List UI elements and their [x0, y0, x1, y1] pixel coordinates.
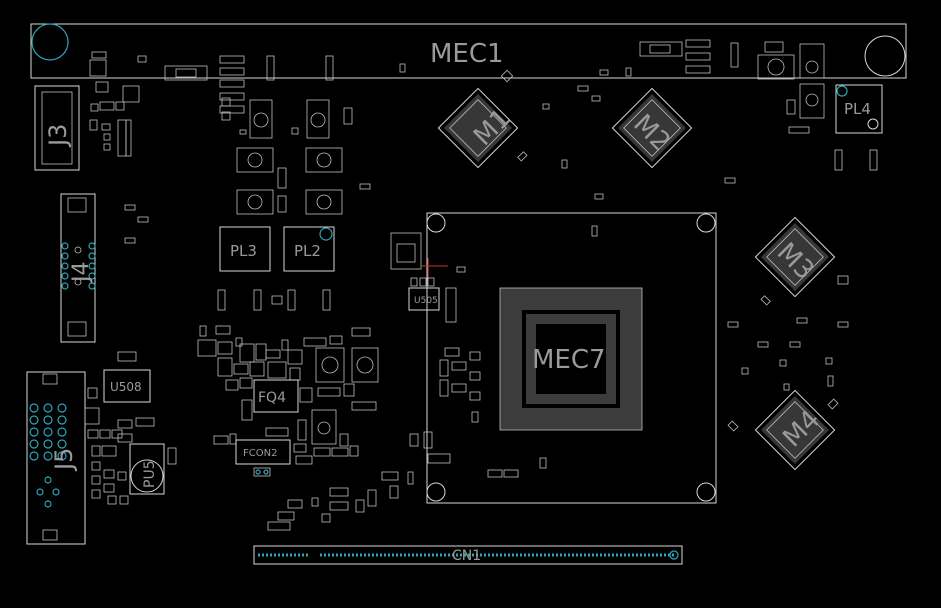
chip-u508: U508 — [87, 351, 151, 403]
chip-u505: U505 — [390, 232, 466, 323]
chip-pu5: PU5 — [129, 443, 165, 495]
inductor-pl4: PL4 — [724, 84, 883, 184]
j4-label: J4 — [69, 262, 94, 285]
mec7-label: MEC7 — [532, 345, 606, 375]
u505-label: U505 — [414, 296, 438, 306]
inductor-pl3: PL3 — [219, 226, 271, 272]
top-row-components — [89, 39, 825, 134]
pl3-label: PL3 — [230, 242, 257, 260]
pl4-label: PL4 — [844, 100, 871, 118]
cn1-label: CN1 — [452, 548, 481, 564]
socket-mec7: MEC7 — [426, 212, 717, 504]
fcon2-label: FCON2 — [243, 448, 277, 459]
pl2-label: PL2 — [294, 242, 321, 260]
fq4-label: FQ4 — [258, 390, 286, 406]
mosfet-group-upper — [221, 97, 371, 215]
chip-m1 — [437, 87, 519, 169]
j3-area-components — [89, 81, 140, 157]
pl-area-components — [217, 289, 331, 311]
power-area-lower: FQ4 FCON2 — [197, 325, 414, 531]
chip-m4 — [754, 389, 836, 471]
j5-area-components — [84, 407, 177, 505]
connector-cn1: CN1 — [253, 545, 683, 565]
mec1-label: MEC1 — [430, 39, 504, 69]
connector-j3: J3 — [34, 85, 80, 171]
connector-j5: J5 — [26, 371, 86, 545]
socket-right-components — [727, 275, 849, 432]
connector-j4: J4 — [60, 193, 149, 343]
connector-mec1: MEC1 — [30, 23, 907, 79]
j3-label: J3 — [44, 124, 72, 148]
pu5-label: PU5 — [142, 460, 158, 488]
u508-label: U508 — [110, 380, 142, 394]
j5-label: J5 — [50, 448, 78, 472]
inductor-pl2: PL2 — [283, 226, 335, 272]
socket-left-components — [409, 85, 604, 478]
